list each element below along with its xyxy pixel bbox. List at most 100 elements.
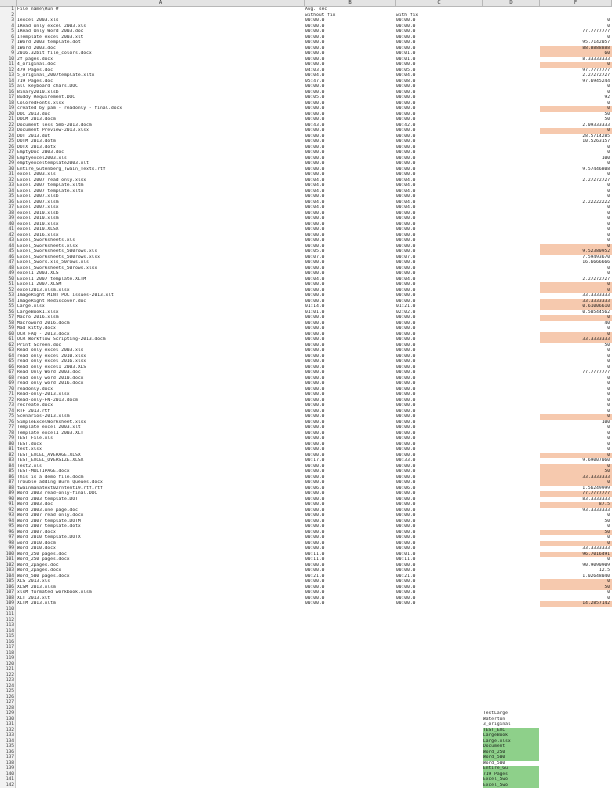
row-number[interactable]: 23 bbox=[0, 128, 16, 134]
without-fix-cell[interactable]: 00:00.0 bbox=[305, 265, 325, 271]
row-number[interactable]: 39 bbox=[0, 216, 16, 222]
with-fix-cell[interactable]: 00:00.0 bbox=[396, 62, 416, 67]
with-fix-cell[interactable]: 00:00.0 bbox=[396, 221, 416, 227]
row-number[interactable]: 97 bbox=[0, 535, 16, 541]
file-name-cell[interactable]: Excel_5worksheets.xls bbox=[17, 238, 76, 243]
ratio-cell[interactable]: 83.3333333 bbox=[582, 496, 610, 502]
side-list-cell[interactable]: TestLarge bbox=[483, 711, 508, 716]
row-number[interactable]: 131 bbox=[0, 722, 16, 728]
row-number[interactable]: 47 bbox=[0, 260, 16, 266]
row-number[interactable]: 142 bbox=[0, 782, 16, 788]
without-fix-cell[interactable]: 00:00.0 bbox=[305, 260, 325, 265]
ratio-cell[interactable]: 0.61006610 bbox=[540, 304, 612, 310]
with-fix-cell[interactable]: 00:00.0 bbox=[396, 117, 416, 122]
row-number[interactable]: 127 bbox=[0, 700, 16, 706]
row-number[interactable]: 58 bbox=[0, 320, 16, 326]
without-fix-cell[interactable]: 00:00.0 bbox=[305, 139, 325, 144]
ratio-cell[interactable]: 77.7777777 bbox=[582, 370, 610, 375]
file-name-cell[interactable]: Excel 2007 read only.xlsx bbox=[17, 177, 87, 183]
ratio-cell[interactable]: 28.5714285 bbox=[582, 133, 610, 139]
ratio-cell[interactable]: 33.3333333 bbox=[582, 293, 610, 298]
without-fix-cell[interactable]: 00:00.0 bbox=[305, 524, 325, 529]
row-number[interactable]: 41 bbox=[0, 227, 16, 233]
without-fix-cell[interactable]: 00:04.0 bbox=[305, 205, 325, 210]
row-number[interactable]: 125 bbox=[0, 689, 16, 695]
file-name-cell[interactable]: Excel1 2007.XLSM bbox=[17, 282, 62, 287]
column-header-f[interactable]: F bbox=[540, 0, 612, 7]
row-number[interactable]: 118 bbox=[0, 650, 16, 656]
row-number[interactable]: 30 bbox=[0, 166, 16, 172]
row-number[interactable]: 72 bbox=[0, 397, 16, 403]
row-number[interactable]: 96 bbox=[0, 529, 16, 535]
side-list-cell[interactable]: Word_500 bbox=[483, 760, 506, 766]
without-fix-cell[interactable]: 00:00.0 bbox=[305, 375, 325, 381]
ratio-cell[interactable]: 0 bbox=[607, 326, 610, 331]
with-fix-cell[interactable]: 00:00.0 bbox=[396, 232, 416, 238]
ratio-cell[interactable]: 50 bbox=[604, 342, 610, 348]
without-fix-cell[interactable]: 00:00.0 bbox=[305, 89, 325, 95]
ratio-cell[interactable]: 0 bbox=[540, 452, 612, 458]
file-name-cell[interactable]: DOTX 2013.dotx bbox=[17, 144, 56, 150]
with-fix-cell[interactable]: 00:00.0 bbox=[396, 524, 416, 529]
without-fix-cell[interactable]: 00:05.0 bbox=[305, 249, 325, 254]
with-fix-cell[interactable]: 00:00.0 bbox=[396, 430, 416, 436]
with-fix-cell[interactable]: 00:00.0 bbox=[396, 249, 416, 254]
file-name-cell[interactable]: Excel_5worksheets_500rows.xls bbox=[17, 249, 98, 254]
with-fix-cell[interactable]: 00:01.0 bbox=[396, 51, 416, 56]
ratio-cell[interactable]: 97.6945244 bbox=[582, 78, 610, 84]
with-fix-cell[interactable]: 00:00.0 bbox=[396, 529, 416, 535]
without-fix-cell[interactable]: 00:00.0 bbox=[305, 29, 325, 34]
file-name-cell[interactable]: 1Read Only Word 2003.doc bbox=[17, 29, 84, 34]
file-name-cell[interactable]: excel1 2003.XLS bbox=[17, 271, 59, 276]
ratio-cell[interactable]: 50 bbox=[540, 469, 612, 475]
with-fix-cell[interactable]: 00:00.0 bbox=[396, 194, 416, 199]
file-name-cell[interactable]: Excel 2007 template.xltm bbox=[17, 183, 84, 188]
row-number[interactable]: 119 bbox=[0, 656, 16, 662]
with-fix-cell[interactable]: 00:00.0 bbox=[396, 375, 416, 381]
with-fix-cell[interactable]: 00:00.0 bbox=[396, 502, 416, 507]
row-number[interactable]: 101 bbox=[0, 557, 16, 563]
ratio-cell[interactable]: 33.3333333 bbox=[540, 298, 612, 304]
with-fix-cell[interactable]: 00:04.0 bbox=[396, 199, 416, 205]
without-fix-cell[interactable]: 00:04.0 bbox=[305, 73, 325, 78]
ratio-cell[interactable]: 0 bbox=[607, 23, 610, 29]
file-name-cell[interactable]: excel 2016.xlsx bbox=[17, 232, 59, 238]
with-fix-cell[interactable]: 00:00.0 bbox=[396, 95, 416, 100]
ratio-cell[interactable]: 50 bbox=[604, 518, 610, 524]
file-name-cell[interactable]: created by pam - readonly - final.docx bbox=[17, 106, 123, 111]
ratio-cell[interactable]: 0 bbox=[607, 100, 610, 106]
without-fix-cell[interactable]: 00:00.0 bbox=[305, 403, 325, 408]
ratio-cell[interactable]: 0 bbox=[540, 287, 612, 293]
without-fix-cell[interactable]: 00:00.0 bbox=[305, 23, 325, 29]
without-fix-cell[interactable]: 00:00.0 bbox=[305, 315, 325, 320]
file-name-cell[interactable]: Excel_5wors.xls_50rows.xls bbox=[17, 260, 89, 265]
without-fix-cell[interactable]: 00:00.0 bbox=[305, 348, 325, 353]
without-fix-cell[interactable]: 00:04.0 bbox=[305, 199, 325, 205]
row-number[interactable]: 140 bbox=[0, 771, 16, 777]
without-fix-cell[interactable]: without fix bbox=[305, 12, 336, 18]
ratio-cell[interactable]: 0 bbox=[607, 524, 610, 529]
file-name-cell[interactable]: TEST.docx bbox=[17, 441, 42, 447]
column-header-d[interactable]: D bbox=[483, 0, 540, 7]
ratio-cell[interactable]: 33.3333333 bbox=[582, 546, 610, 551]
with-fix-cell[interactable]: 00:00.0 bbox=[396, 496, 416, 502]
without-fix-cell[interactable]: 00:00.0 bbox=[305, 463, 325, 469]
without-fix-cell[interactable]: 00:00.0 bbox=[305, 271, 325, 276]
without-fix-cell[interactable]: 00:00.0 bbox=[305, 232, 325, 238]
ratio-cell[interactable]: 0 bbox=[607, 425, 610, 430]
without-fix-cell[interactable]: 00:00.0 bbox=[305, 150, 325, 155]
with-fix-cell[interactable]: 00:00.0 bbox=[396, 364, 416, 370]
without-fix-cell[interactable]: 00:00.0 bbox=[305, 133, 325, 139]
row-number[interactable]: 38 bbox=[0, 210, 16, 216]
ratio-cell[interactable]: 0 bbox=[607, 144, 610, 150]
row-number[interactable]: 60 bbox=[0, 331, 16, 337]
ratio-cell[interactable]: 0 bbox=[540, 331, 612, 337]
without-fix-cell[interactable]: 00:00.0 bbox=[305, 502, 325, 507]
row-number[interactable]: 108 bbox=[0, 595, 16, 601]
ratio-cell[interactable]: 0 bbox=[607, 403, 610, 408]
with-fix-cell[interactable]: 00:00.0 bbox=[396, 144, 416, 150]
file-name-cell[interactable]: Excel_5worksheets.xlsx bbox=[17, 243, 78, 249]
file-name-cell[interactable]: Binary2010.xlsb bbox=[17, 89, 59, 95]
without-fix-cell[interactable]: 00:00.0 bbox=[305, 111, 325, 117]
without-fix-cell[interactable]: 00:00.0 bbox=[305, 45, 325, 51]
